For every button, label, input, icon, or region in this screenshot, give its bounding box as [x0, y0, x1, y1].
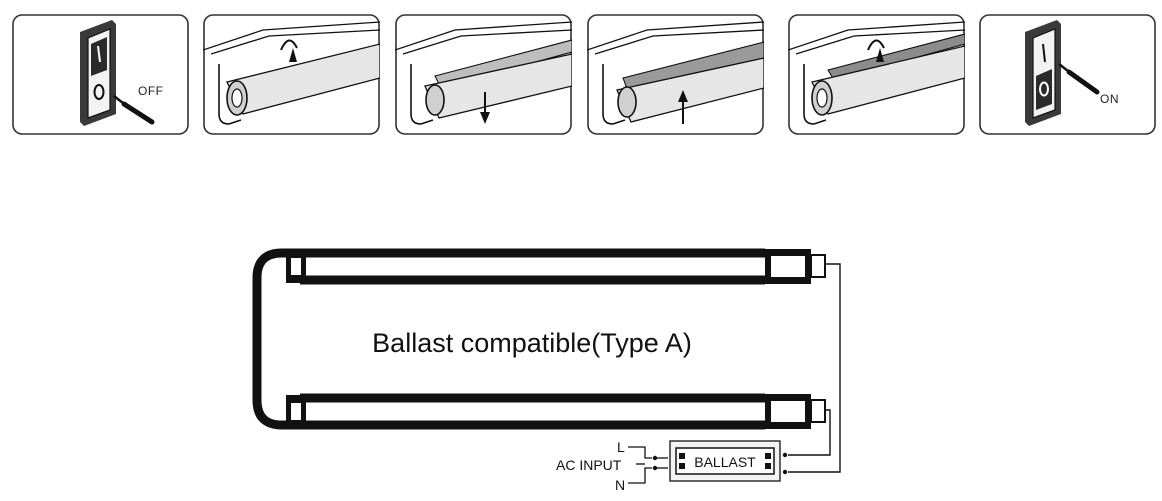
ballast-label: BALLAST [694, 454, 756, 470]
bottom-tube [286, 393, 826, 430]
rotate-arrow-icon [867, 39, 885, 51]
installation-steps: OFF [0, 0, 1162, 145]
switch-on-illustration [979, 14, 1156, 135]
ac-input-wires [628, 446, 652, 484]
rotate-tube-illustration [203, 14, 380, 135]
step-rotate-tube [203, 14, 380, 135]
switch-off-illustration [12, 14, 189, 135]
ballast-wires [788, 263, 841, 473]
insert-tube-illustration [587, 14, 764, 135]
step-remove-tube [395, 14, 572, 135]
rotate-arrow-icon [280, 39, 298, 51]
u-bend [252, 248, 300, 430]
bottom-pin-connector [810, 399, 826, 423]
on-label: ON [1100, 92, 1119, 106]
step-rotate-back [788, 14, 965, 135]
neutral-label: N [615, 477, 625, 493]
rotate-back-illustration [788, 14, 965, 135]
line-label: L [617, 439, 625, 455]
step-switch-off: OFF [12, 14, 189, 135]
top-tube [286, 248, 826, 285]
remove-tube-illustration [395, 14, 572, 135]
ac-input-label: AC INPUT [556, 457, 622, 473]
top-pin-connector [810, 254, 826, 278]
off-label: OFF [138, 84, 164, 98]
ballast-unit: BALLAST [669, 440, 781, 482]
tube-type-label: Ballast compatible(Type A) [372, 328, 692, 358]
step-switch-on: ON [979, 14, 1156, 135]
step-insert-tube [587, 14, 764, 135]
step-panel-frame [979, 14, 1156, 135]
